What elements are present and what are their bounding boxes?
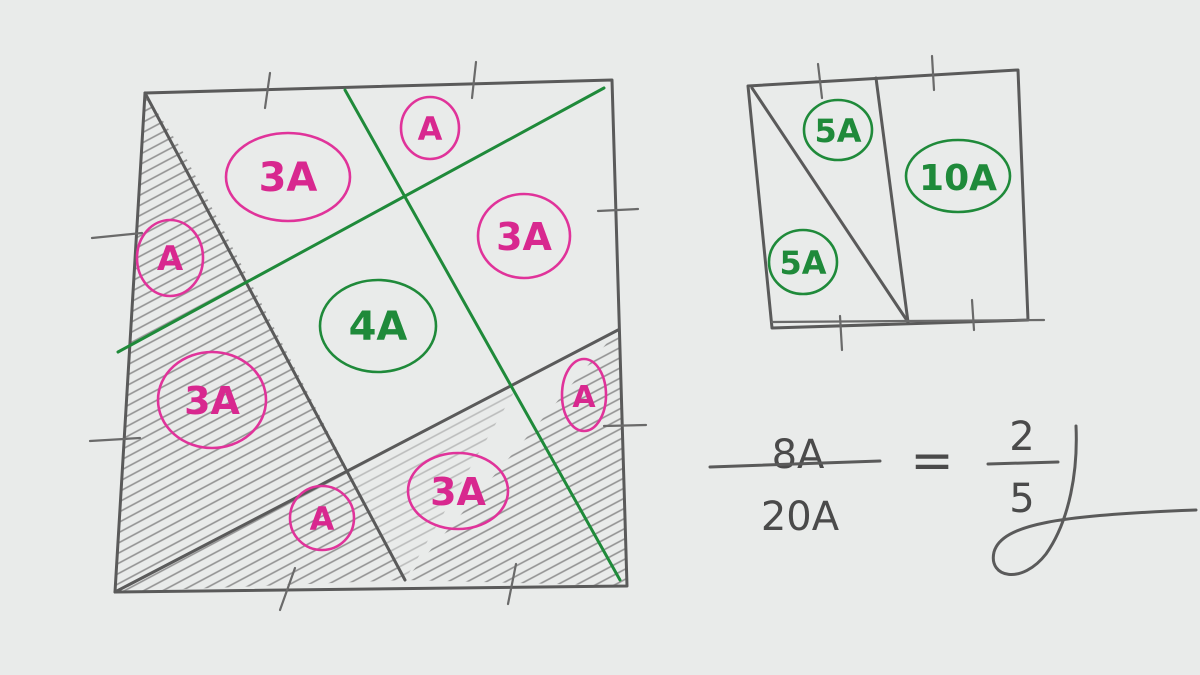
svg-text:3A: 3A: [184, 379, 240, 423]
small-rect-diagonal: [750, 86, 910, 324]
big-square-outline: [113, 78, 629, 594]
small-tick-bottom-2: [970, 298, 976, 332]
fraction-bar-left: [708, 459, 882, 469]
small-rect-bottom-extension: [770, 318, 1046, 324]
small-region-label-bottom: 5A: [767, 228, 839, 296]
result-denominator: 5: [1009, 476, 1034, 522]
green-line-top-to-bottom: [343, 88, 622, 582]
svg-text:A: A: [310, 500, 335, 538]
fraction-numerator: 8A: [772, 432, 825, 478]
small-region-label-right: 10A: [904, 138, 1012, 214]
small-rect-vertical-divider: [874, 76, 910, 324]
region-label-bottom-small: A: [288, 484, 356, 552]
region-label-top-right: A: [399, 95, 461, 161]
small-tick-top-2: [930, 54, 936, 92]
svg-text:3A: 3A: [430, 470, 486, 514]
shaded-left-triangle: [115, 93, 405, 592]
tick-right-2: [602, 423, 648, 428]
diagonal-bottom-left-to-right: [113, 328, 620, 594]
shaded-bottom-right-triangle: [405, 330, 627, 586]
ratio-equation: 8A 20A = 2 5: [708, 414, 1198, 576]
tick-bottom-1: [278, 566, 297, 612]
svg-text:A: A: [157, 239, 184, 279]
svg-text:10A: 10A: [919, 158, 997, 199]
tick-left-2: [88, 436, 142, 443]
tick-right-1: [596, 207, 640, 213]
tick-left-1: [90, 231, 144, 240]
big-square-figure: A 3A A 3A 4A 3A A 3A: [88, 60, 648, 612]
region-label-top-left: 3A: [224, 131, 352, 223]
region-label-center: 4A: [318, 278, 438, 374]
small-region-label-top: 5A: [802, 98, 874, 162]
svg-text:3A: 3A: [259, 155, 318, 201]
fraction-denominator: 20A: [761, 494, 840, 540]
underline-flourish: [991, 424, 1198, 576]
svg-text:A: A: [418, 110, 443, 148]
green-line-left-to-top: [116, 86, 606, 354]
svg-text:A: A: [572, 380, 596, 415]
tick-bottom-2: [506, 562, 518, 606]
result-numerator: 2: [1009, 414, 1034, 460]
svg-text:5A: 5A: [779, 244, 826, 282]
shaded-bottom-wedge: [345, 330, 618, 580]
small-tick-top-1: [816, 62, 824, 100]
region-label-right-edge: A: [560, 357, 608, 433]
tick-top-1: [263, 71, 272, 110]
tick-top-2: [470, 60, 478, 100]
region-label-left-top: A: [135, 218, 205, 298]
small-rectangle-figure: 5A 5A 10A: [746, 54, 1046, 352]
equals-sign: =: [910, 431, 954, 491]
diagonal-top-left-to-bottom: [143, 91, 407, 582]
svg-text:3A: 3A: [496, 215, 552, 259]
region-label-right-middle: 3A: [476, 192, 572, 280]
fraction-bar-right: [986, 460, 1060, 466]
svg-text:4A: 4A: [349, 304, 408, 350]
region-label-left-bottom: 3A: [156, 350, 268, 450]
small-tick-bottom-1: [838, 314, 844, 352]
region-label-bottom-right: 3A: [406, 451, 510, 531]
svg-text:5A: 5A: [814, 112, 861, 150]
